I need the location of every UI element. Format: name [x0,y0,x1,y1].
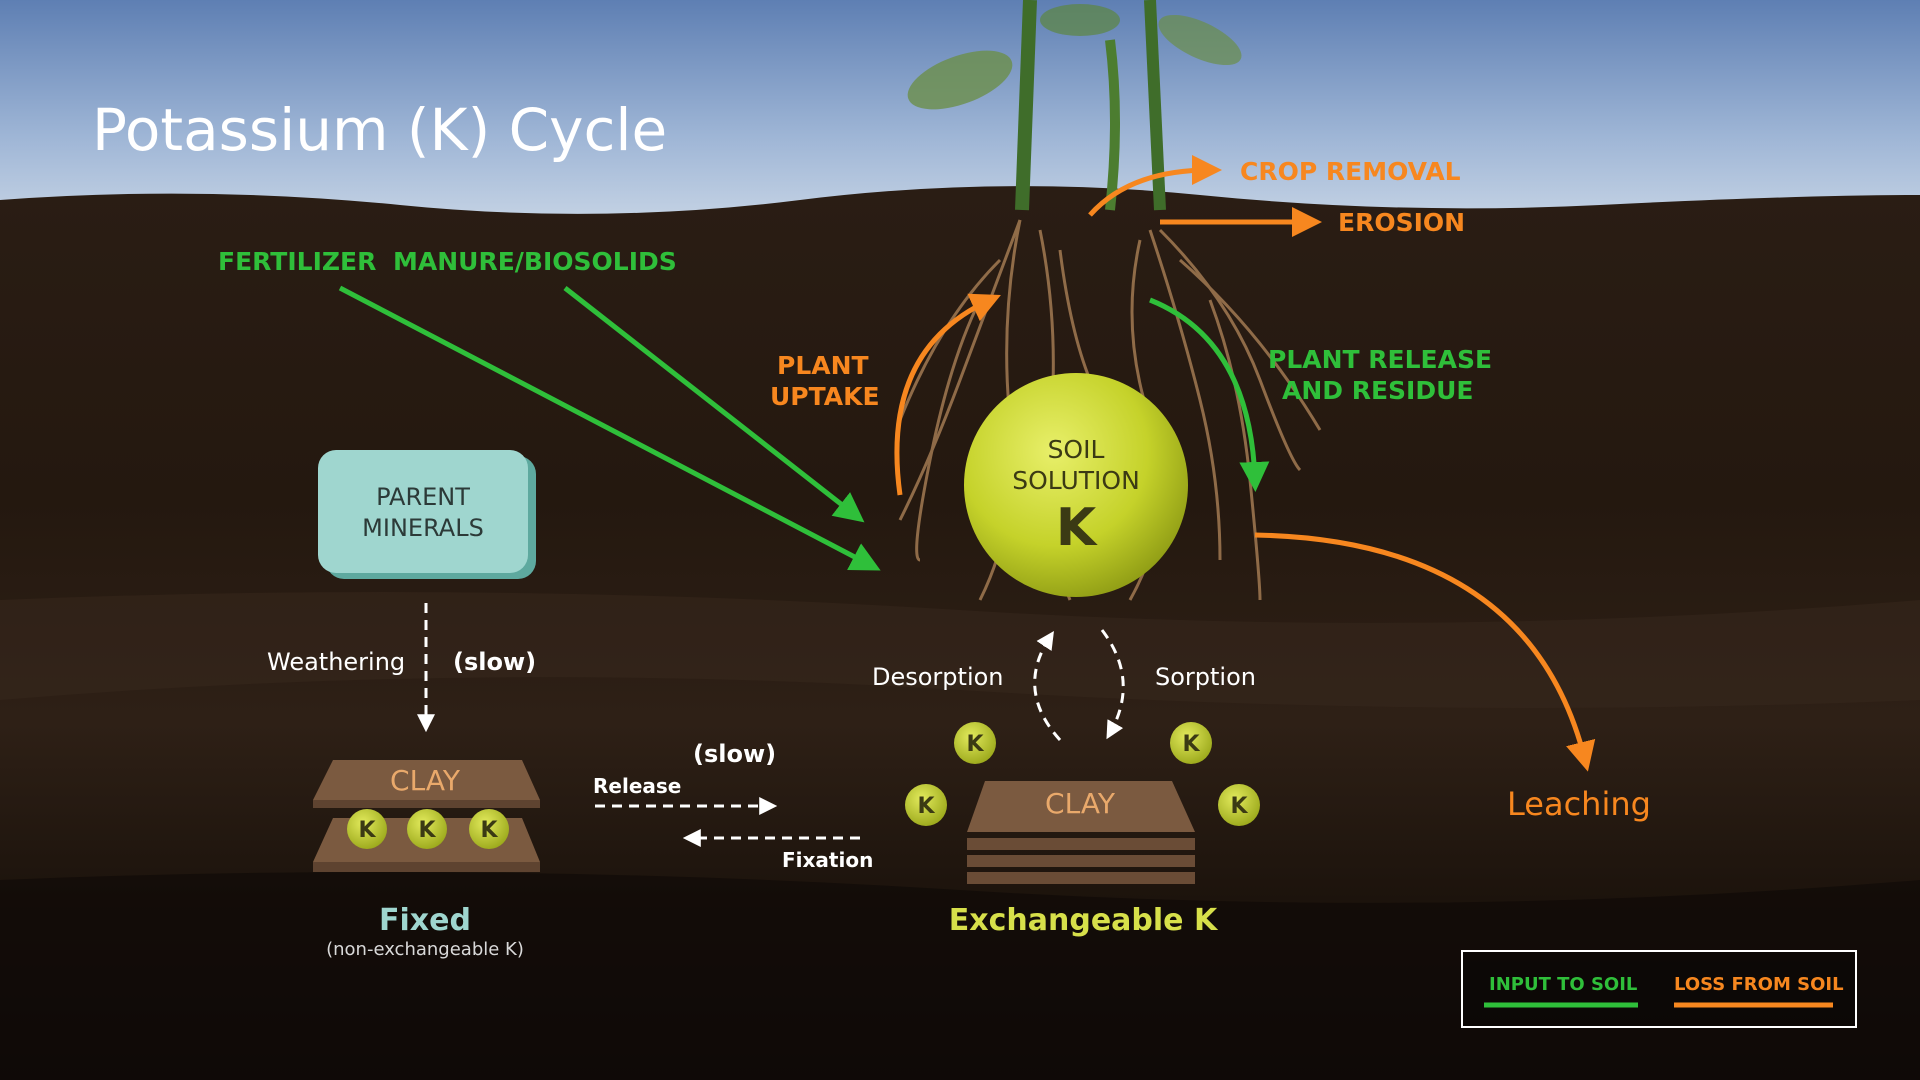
sorption-label: Sorption [1155,663,1256,691]
soil-solution-label-line1: SOIL [1048,435,1105,464]
exchangeable-k-ion-4 [1218,784,1260,826]
leaching-label: Leaching [1507,785,1651,823]
exchangeable-k-ion-4-label: K [1230,794,1248,819]
legend: INPUT TO SOIL LOSS FROM SOIL [1461,950,1857,1028]
plant-release-arrow [1149,297,1270,492]
release-rate-label: (slow) [693,740,776,768]
fixed-k-ion-2 [407,809,447,849]
plant-release-label: PLANT RELEASE [1268,345,1492,374]
weathering-label: Weathering [267,648,405,676]
release-label: Release [593,774,681,798]
sorption-arrow [1100,629,1125,740]
fixed-k-ion-2-label: K [418,818,436,843]
plant-uptake-label-line2: UPTAKE [770,382,880,411]
exchangeable-k-ion-2 [1170,722,1212,764]
legend-input-label: INPUT TO SOIL [1489,974,1637,995]
soil-layer-band [0,592,1920,708]
fixation-label: Fixation [782,848,873,872]
fixed-sublabel: (non-exchangeable K) [326,939,524,960]
exchangeable-k-ion-3-label: K [917,794,935,819]
exchangeable-k-ion-1 [954,722,996,764]
fixed-label: Fixed [379,903,471,938]
parent-minerals-label-line2: MINERALS [362,514,484,542]
exchangeable-clay-stack: CLAY K K K K [905,722,1260,884]
soil-solution-ball: SOIL SOLUTION K [964,373,1188,597]
parent-minerals-label-line1: PARENT [376,483,470,511]
manure-biosolids-label: MANURE/BIOSOLIDS [393,247,677,276]
leaching-arrow [1254,532,1596,772]
plant-illustration [907,0,1242,211]
fixed-clay-label: CLAY [390,764,461,797]
weathering-rate-label: (slow) [453,648,536,676]
fertilizer-label: FERTILIZER [218,247,376,276]
page-title: Potassium (K) Cycle [92,96,667,164]
crop-removal-label: CROP REMOVAL [1240,157,1461,186]
soil-solution-label-line2: SOLUTION [1012,466,1140,495]
plant-release-label-line2: AND RESIDUE [1282,376,1474,405]
plant-uptake-label: PLANT [777,351,869,380]
exchangeable-clay-label: CLAY [1045,787,1116,820]
manure-arrow [563,286,865,523]
exchangeable-k-ion-2-label: K [1182,732,1200,757]
fixed-k-ion-3-label: K [480,818,498,843]
fixed-k-ion-3 [469,809,509,849]
fixed-k-ion-1 [347,809,387,849]
soil-solution-k-symbol: K [1056,498,1098,558]
fixed-clay-stack: CLAY K K K [313,760,540,872]
crop-removal-arrow [1088,155,1222,217]
plant-uptake-arrow [894,293,1001,496]
fixed-k-ion-1-label: K [358,818,376,843]
parent-minerals-box: PARENT MINERALS [318,450,536,579]
exchangeable-k-ion-3 [905,784,947,826]
exchangeable-k-ion-1-label: K [966,732,984,757]
desorption-label: Desorption [872,663,1004,691]
desorption-arrow [1033,630,1062,742]
exchangeable-k-label: Exchangeable K [949,903,1219,938]
legend-loss-label: LOSS FROM SOIL [1674,974,1844,995]
erosion-label: EROSION [1338,208,1465,237]
fertilizer-arrow [338,285,881,571]
soil-layer-band-lower [0,872,1920,1080]
